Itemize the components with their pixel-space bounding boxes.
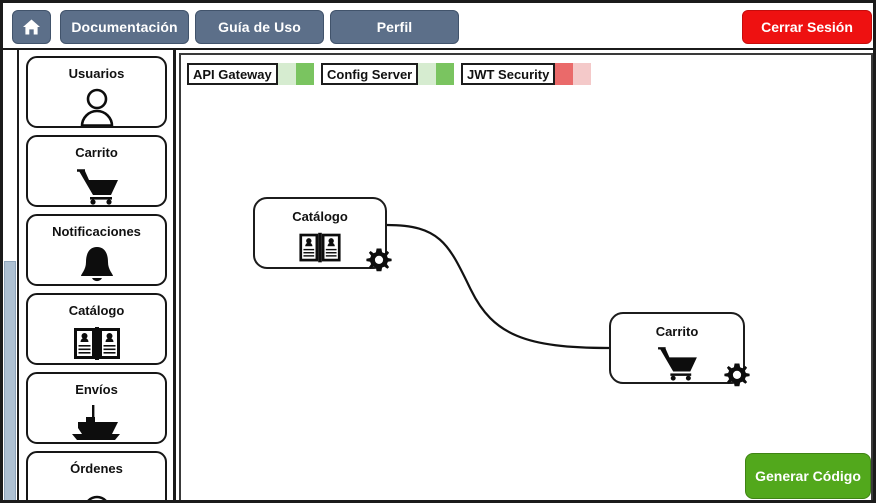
edge-catalogo-carrito [386, 223, 610, 350]
sidebar-item-notificaciones[interactable]: Notificaciones [26, 214, 167, 286]
bell-icon [28, 244, 165, 284]
nav-label-documentacion: Documentación [71, 19, 178, 35]
sidebar-item-label: Notificaciones [52, 224, 141, 239]
tag-swatch-dark [436, 63, 455, 85]
tag-api-gateway[interactable]: API Gateway [187, 63, 314, 85]
generate-code-button[interactable]: Generar Código [745, 453, 871, 499]
nav-button-perfil[interactable]: Perfil [330, 10, 459, 44]
tag-config-server[interactable]: Config Server [321, 63, 455, 85]
logout-button[interactable]: Cerrar Sesión [742, 10, 872, 44]
gear-icon[interactable] [722, 360, 752, 390]
generate-code-label: Generar Código [755, 468, 861, 484]
sidebar-item-usuarios[interactable]: Usuarios [26, 56, 167, 128]
diagram-canvas[interactable]: API Gateway Config Server JWT Security [179, 53, 873, 500]
edge-layer [386, 223, 610, 350]
open-book-icon [255, 229, 385, 267]
sidebar-item-label: Usuarios [68, 66, 125, 81]
open-book-icon [28, 323, 165, 363]
sidebar-item-label: Envíos [75, 382, 118, 397]
sidebar-scrollbar[interactable] [3, 50, 19, 500]
home-icon [22, 18, 41, 36]
nav-button-documentacion[interactable]: Documentación [60, 10, 189, 44]
sidebar-item-ordenes[interactable]: Órdenes [26, 451, 167, 500]
tag-label: API Gateway [187, 63, 278, 85]
tag-swatch-light [573, 63, 592, 85]
top-toolbar: Documentación Guía de Uso Perfil Cerrar … [3, 3, 873, 50]
tag-label: JWT Security [461, 63, 556, 85]
nav-button-guia-de-uso[interactable]: Guía de Uso [195, 10, 324, 44]
shopping-cart-icon [28, 165, 165, 205]
tag-swatch-dark [295, 63, 314, 85]
shopping-cart-icon [611, 344, 743, 382]
sidebar-item-label: Órdenes [70, 461, 123, 476]
home-button[interactable] [12, 10, 51, 44]
tag-label: Config Server [321, 63, 419, 85]
nav-label-guia-de-uso: Guía de Uso [218, 19, 301, 35]
tag-swatch-light [418, 63, 437, 85]
sidebar-item-catalogo[interactable]: Catálogo [26, 293, 167, 365]
sidebar-item-envios[interactable]: Envíos [26, 372, 167, 444]
tag-jwt-security[interactable]: JWT Security [461, 63, 592, 85]
diagram-surface[interactable]: Catálogo [181, 55, 871, 500]
sidebar-item-list: Usuarios Carrito [19, 50, 173, 500]
user-icon [28, 86, 165, 126]
tag-bar: API Gateway Config Server JWT Security [181, 55, 871, 89]
node-catalogo[interactable]: Catálogo [253, 197, 392, 272]
sidebar-item-label: Carrito [75, 145, 118, 160]
gear-icon[interactable] [364, 245, 394, 275]
node-label: Catálogo [292, 209, 348, 224]
order-icon [28, 481, 165, 500]
ship-icon [28, 402, 165, 442]
node-label: Carrito [655, 324, 699, 339]
sidebar-item-label: Catálogo [68, 303, 125, 318]
node-carrito[interactable]: Carrito [609, 312, 750, 387]
sidebar-item-carrito[interactable]: Carrito [26, 135, 167, 207]
tag-swatch-light [277, 63, 296, 85]
nav-label-perfil: Perfil [376, 19, 413, 35]
sidebar: Usuarios Carrito [3, 50, 176, 500]
sidebar-scrollbar-thumb[interactable] [4, 261, 16, 500]
logout-label: Cerrar Sesión [761, 19, 853, 35]
tag-swatch-dark [555, 63, 574, 85]
